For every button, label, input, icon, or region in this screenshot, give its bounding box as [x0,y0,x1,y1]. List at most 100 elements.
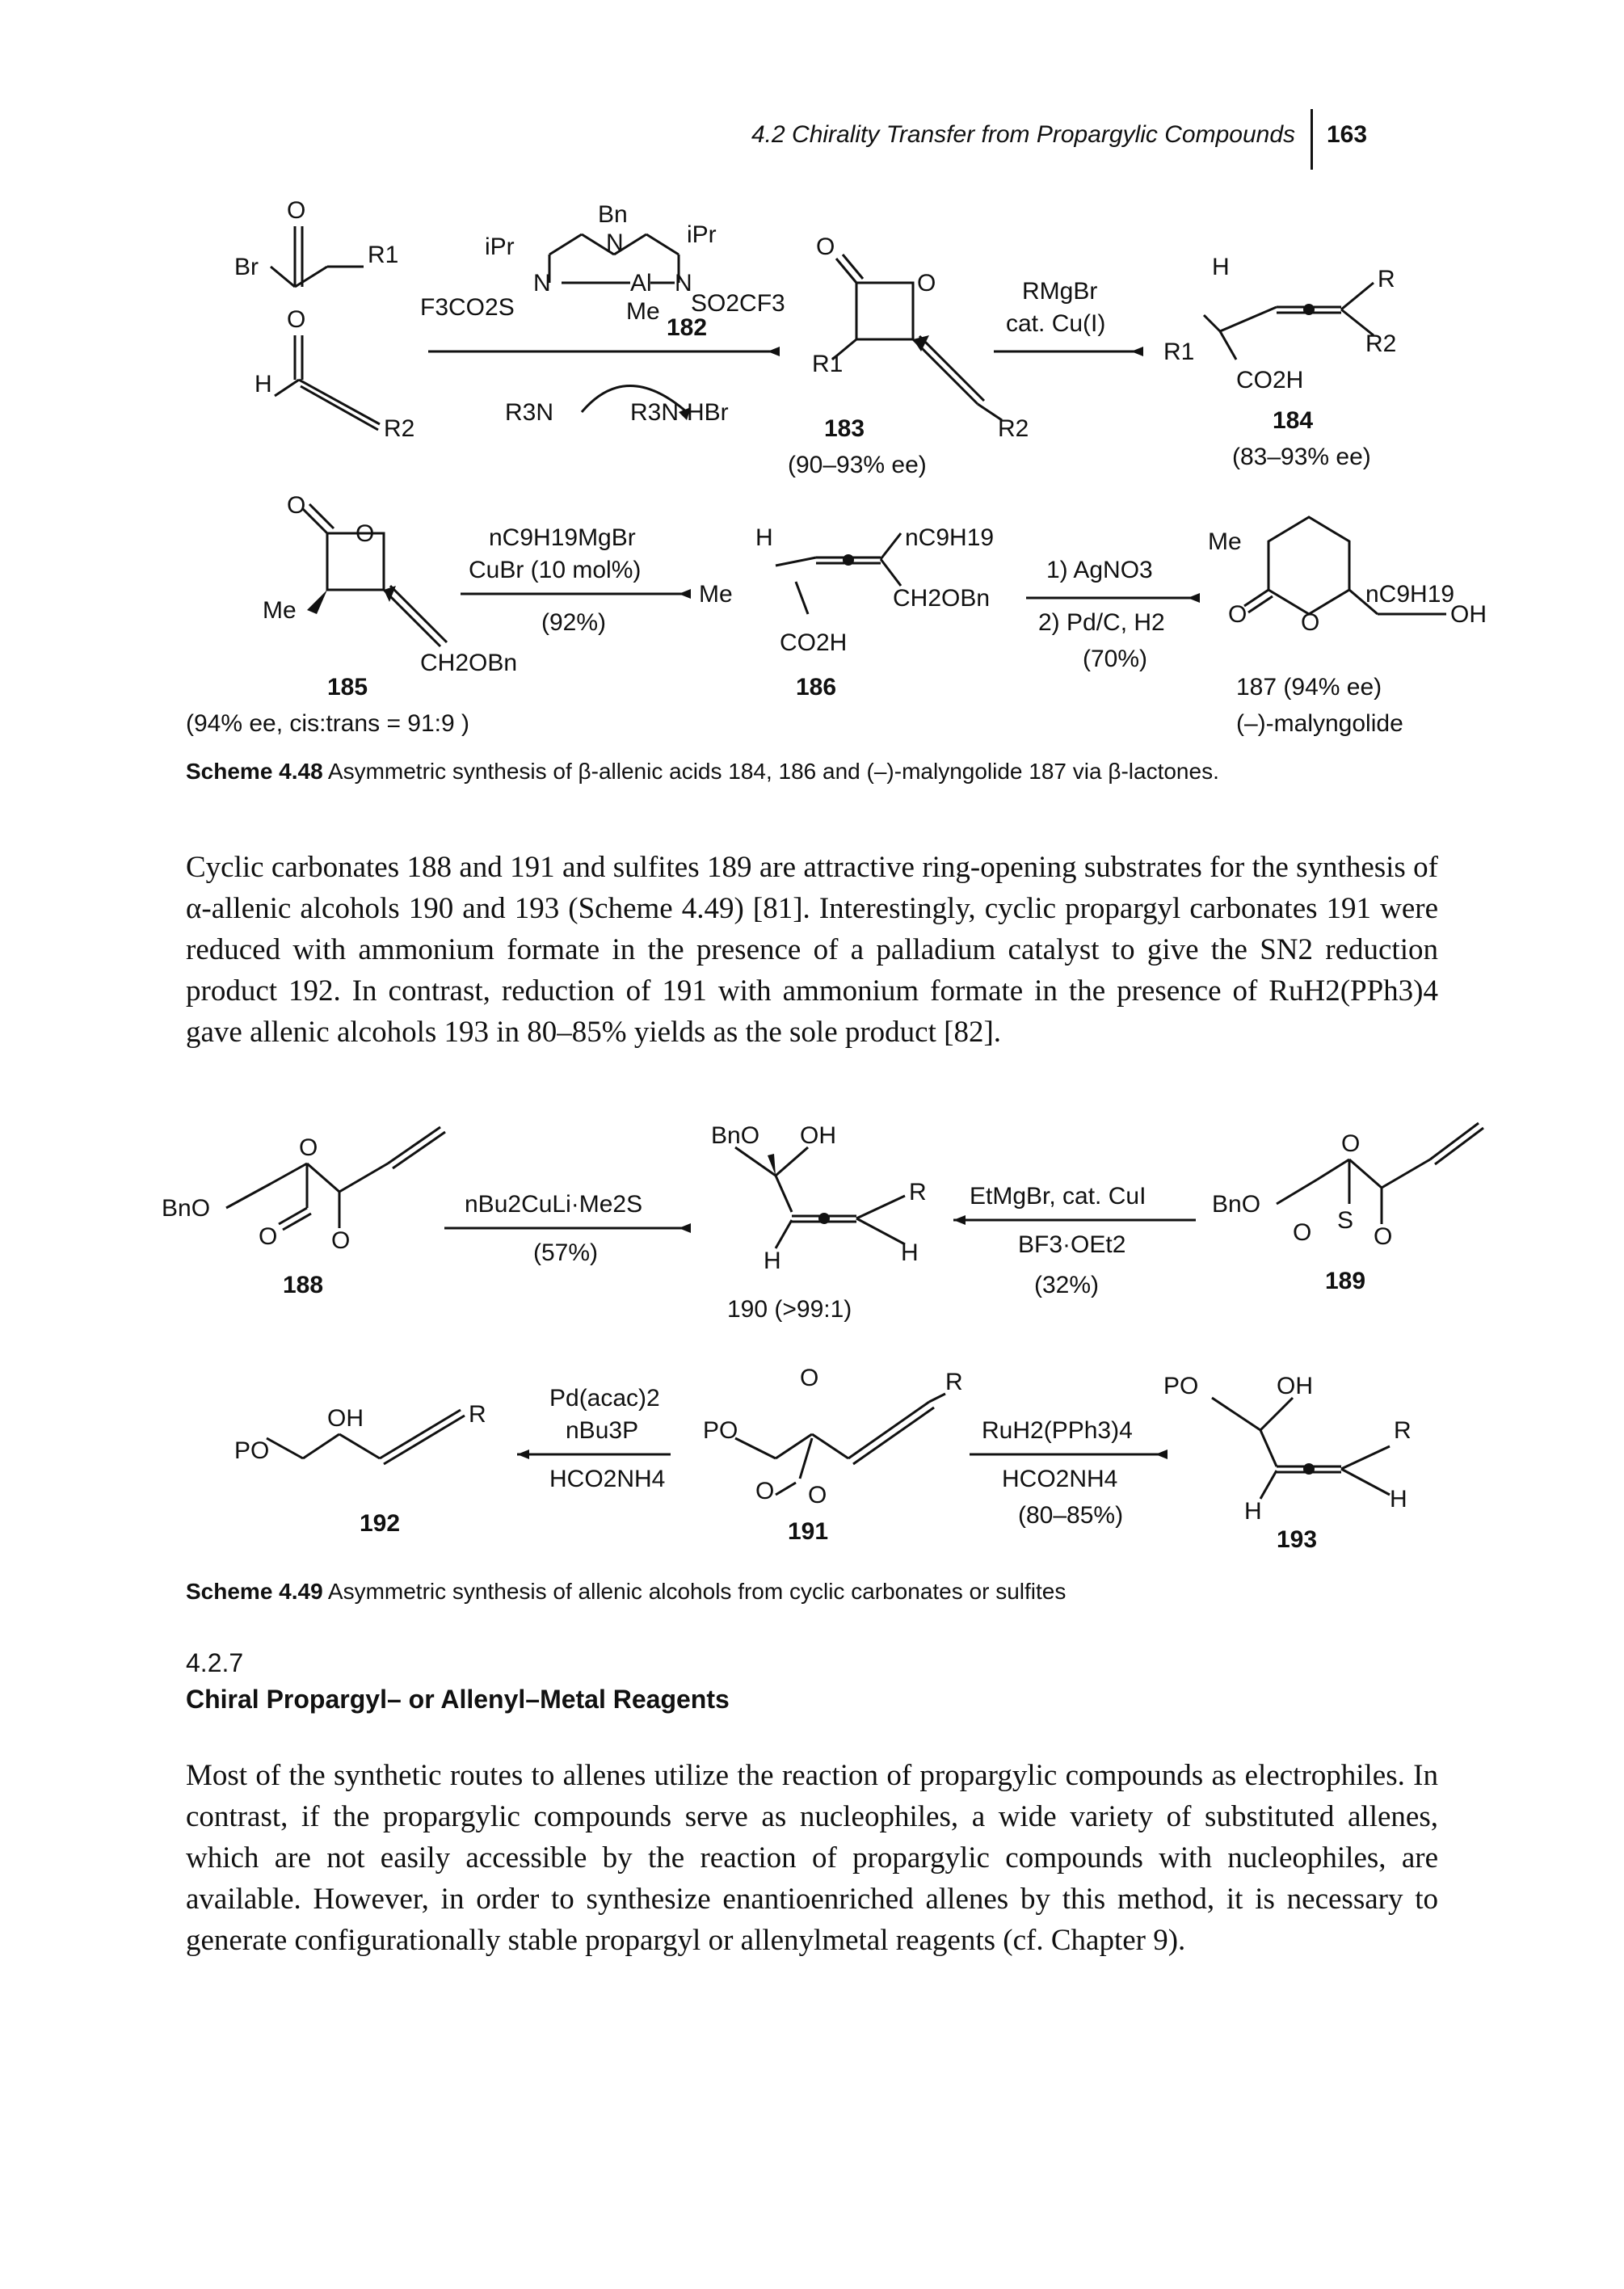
label-185-o-carbonyl: O [287,492,305,519]
label-191-r: R [945,1369,963,1395]
label-186: 186 [796,674,836,701]
label-reagent-hco2nh4-right: HCO2NH4 [1002,1466,1117,1492]
label-191: 191 [788,1518,828,1545]
label-193-oh: OH [1277,1373,1313,1399]
scheme-4-49-caption: Scheme 4.49 Asymmetric synthesis of alle… [186,1577,1438,1606]
label-reagent-bf3: BF3·OEt2 [1018,1231,1125,1258]
label-184-h: H [1212,254,1230,280]
label-186-ch2obn: CH2OBn [893,585,990,612]
label-reagent-hco2nh4-left: HCO2NH4 [549,1466,665,1492]
label-reagent-yield-32: (32%) [1034,1272,1099,1298]
label-187-o-ring: O [1301,609,1319,636]
label-base-salt: R3N·HBr [630,399,729,426]
label-catalyst-me: Me [626,298,660,325]
label-190: 190 (>99:1) [727,1296,852,1323]
label-184-r: R [1378,266,1395,292]
label-187: 187 (94% ee) [1236,674,1382,701]
label-184-r2: R2 [1365,330,1396,357]
label-catalyst-ipr-right: iPr [687,221,717,248]
label-step-agno3: 1) AgNO3 [1046,557,1153,583]
label-189-s: S [1337,1207,1353,1234]
label-187-nc9h19: nC9H19 [1365,581,1454,608]
label-184-co2h: CO2H [1236,367,1303,393]
label-185-o-ring: O [356,520,374,547]
label-catalyst-n-top: N [606,229,624,256]
label-reagent-yield-57: (57%) [533,1239,598,1266]
label-187-me: Me [1208,528,1242,555]
label-188-bno: BnO [162,1195,210,1222]
label-step-pdc: 2) Pd/C, H2 [1038,609,1165,636]
section-title: Chiral Propargyl– or Allenyl–Metal Reage… [186,1685,730,1714]
label-189-o-lower: O [1374,1223,1392,1250]
label-187-oh: OH [1450,601,1487,628]
label-190-h-left: H [764,1248,781,1274]
label-193-h-right: H [1390,1486,1407,1513]
paragraph-1: Cyclic carbonates 188 and 191 and sulfit… [186,851,1438,1049]
label-191-o-carbonyl: O [755,1478,774,1504]
label-192-po: PO [234,1437,269,1464]
label-190-h-right: H [901,1239,919,1266]
label-reagent-ruh2: RuH2(PPh3)4 [982,1417,1133,1444]
label-183: 183 [824,415,865,442]
label-190-r: R [909,1179,927,1206]
label-catalyst-n-right: N [675,270,692,297]
label-186-me: Me [699,581,733,608]
label-185-ee: (94% ee, cis:trans = 91:9 ) [186,710,469,737]
label-reagent-nbu3p: nBu3P [566,1417,638,1444]
label-o-mid: O [287,306,305,333]
label-catalyst-n-left: N [533,270,551,297]
label-catalyst-al: Al [630,270,652,297]
label-183-o-carbonyl: O [816,234,835,260]
scheme-4-49-caption-text: Asymmetric synthesis of allenic alcohols… [327,1579,1067,1604]
label-192-r: R [469,1401,486,1428]
paragraph-2: Most of the synthetic routes to allenes … [186,1759,1438,1957]
label-step-yield-70: (70%) [1083,646,1147,672]
label-r1: R1 [368,242,398,268]
label-188-o-ring: O [299,1134,318,1161]
label-189-o-sulfinyl: O [1293,1219,1311,1246]
label-186-nc9h19: nC9H19 [905,524,994,551]
label-reagent-nc9h19mgbr: nC9H19MgBr [489,524,636,551]
label-192-oh: OH [327,1405,364,1432]
label-193-po: PO [1163,1373,1198,1399]
label-185: 185 [327,674,368,701]
label-193-h-left: H [1244,1498,1262,1525]
label-189: 189 [1325,1268,1365,1294]
label-reagent-nbu2culi: nBu2CuLi·Me2S [465,1191,642,1218]
label-189-bno: BnO [1212,1191,1260,1218]
label-183-r1: R1 [812,351,843,377]
label-catalyst-bn: Bn [598,201,628,228]
label-malyngolide: (–)-malyngolide [1236,710,1403,737]
label-catalyst-182: 182 [667,314,707,341]
label-190-oh: OH [800,1122,836,1149]
label-184: 184 [1273,407,1313,434]
scheme-4-48-caption: Scheme 4.48 Asymmetric synthesis of β-al… [186,757,1438,786]
label-187-o-carbonyl: O [1228,601,1247,628]
label-186-h: H [755,524,773,551]
label-catalyst-ipr-left: iPr [485,234,515,260]
label-191-o-lower: O [808,1482,827,1508]
label-br: Br [234,254,259,280]
label-reagent-cubr: CuBr (10 mol%) [469,557,641,583]
scheme-4-48-caption-label: Scheme 4.48 [186,759,323,784]
label-183-o-ring: O [917,270,936,297]
label-h-aldehyde: H [255,371,272,398]
section-number: 4.2.7 [186,1648,244,1677]
label-reagent-rmgbr: RMgBr [1022,278,1097,305]
label-189-o-ring: O [1341,1130,1360,1157]
scheme-4-49-caption-label: Scheme 4.49 [186,1579,323,1604]
scheme-4-48: Br O R1 O H R2 iPr iPr Bn N N Al N Me F3… [186,197,1487,737]
header-rule [1311,109,1313,170]
running-title: 4.2 Chirality Transfer from Propargylic … [751,121,1296,148]
label-193-r: R [1394,1417,1412,1444]
label-reagent-etmgbr: EtMgBr, cat. CuI [970,1183,1146,1210]
label-184-ee: (83–93% ee) [1232,444,1371,470]
label-183-ee: (90–93% ee) [788,452,927,478]
scheme-4-48-caption-text: Asymmetric synthesis of β-allenic acids … [327,759,1219,784]
label-184-r1: R1 [1163,339,1194,365]
label-188-o-carbonyl: O [259,1223,277,1250]
label-183-r2: R2 [998,415,1029,442]
label-185-me: Me [263,597,297,624]
scheme-4-49: BnO O O O 188 nBu2CuLi·Me2S (57%) BnO OH… [162,1121,1484,1553]
label-188-o-lower: O [331,1227,350,1254]
